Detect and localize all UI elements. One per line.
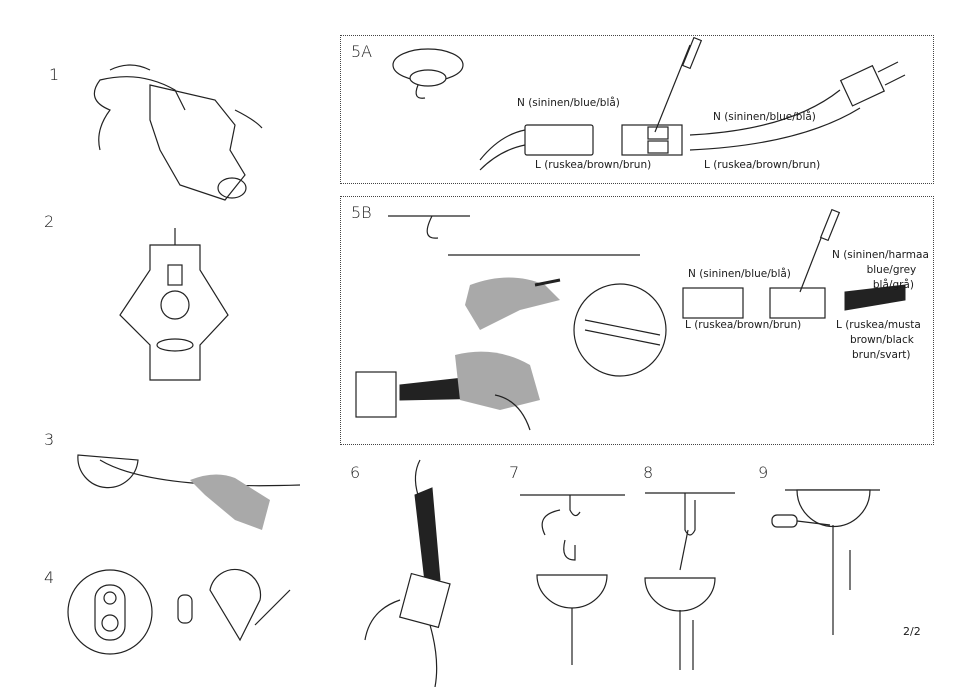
- step-number-9: 9: [758, 463, 769, 482]
- step3-canopy-illustration: [77, 454, 301, 530]
- step1-shade-illustration: [93, 64, 263, 201]
- step-number-5b: 5B: [351, 203, 372, 222]
- step7-illustration: [520, 494, 625, 665]
- step6-illustration: [364, 459, 451, 687]
- step8-illustration: [644, 492, 735, 670]
- step-number-7: 7: [509, 463, 520, 482]
- label-line: N (sininen/harmaa: [832, 249, 929, 261]
- step-number-6: 6: [350, 463, 361, 482]
- 5b-wiring-illustration: [355, 208, 906, 431]
- panel-5a: [340, 35, 934, 184]
- step-number-5a: 5A: [351, 42, 373, 61]
- step-number-3: 3: [44, 430, 55, 449]
- 5a-live-wire-label-right: L (ruskea/brown/brun): [704, 159, 821, 171]
- step4-hook-illustration: [67, 568, 291, 655]
- 5a-live-wire-label-left: L (ruskea/brown/brun): [535, 159, 652, 171]
- 5b-live-wire-label-right: L (ruskea/musta brown/black brun/svart): [836, 318, 921, 363]
- panel-5b: [340, 196, 934, 445]
- label-line: blå/grå): [872, 279, 914, 291]
- step-number-2: 2: [44, 212, 55, 231]
- label-line: blue/grey: [866, 264, 917, 276]
- step9-illustration: [771, 489, 880, 635]
- 5b-neutral-wire-label-left: N (sininen/blue/blå): [688, 268, 791, 280]
- 5b-live-wire-label-left: L (ruskea/brown/brun): [685, 319, 802, 331]
- step-number-4: 4: [44, 568, 55, 587]
- 5a-wiring-illustration: [392, 36, 906, 171]
- label-line: brun/svart): [852, 349, 911, 361]
- step-number-1: 1: [49, 65, 60, 84]
- 5b-neutral-wire-label-right: N (sininen/harmaa blue/grey blå/grå): [832, 248, 929, 293]
- label-line: brown/black: [850, 334, 914, 346]
- 5a-neutral-wire-label-right: N (sininen/blue/blå): [713, 111, 816, 123]
- step-number-8: 8: [643, 463, 654, 482]
- page-number: 2/2: [903, 625, 921, 638]
- label-line: L (ruskea/musta: [836, 319, 921, 331]
- step2-shade-illustration: [119, 228, 229, 381]
- 5a-neutral-wire-label-left: N (sininen/blue/blå): [517, 97, 620, 109]
